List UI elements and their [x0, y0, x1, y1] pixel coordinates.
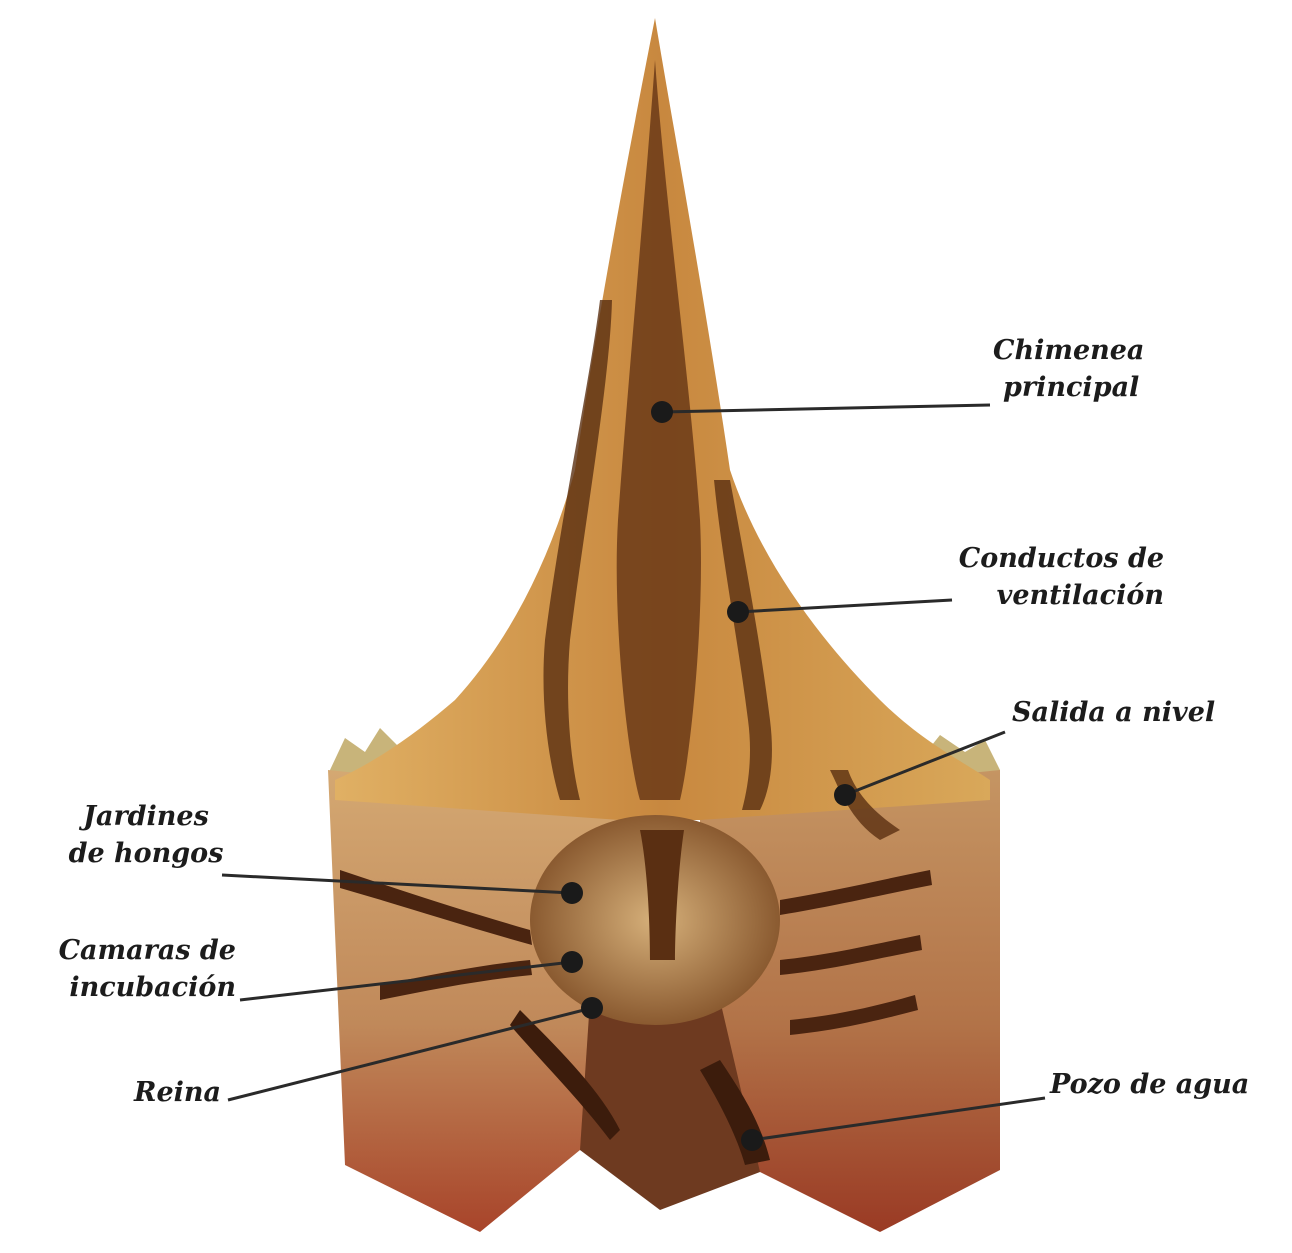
label-line: incubación — [40, 969, 236, 1006]
label-line: Reina — [134, 1074, 221, 1111]
label-line: Chimenea — [993, 332, 1144, 369]
label-chimenea-principal: Chimenea principal — [993, 332, 1144, 406]
label-salida-nivel: Salida a nivel — [1012, 694, 1215, 731]
label-line: Salida a nivel — [1012, 694, 1215, 731]
label-line: Pozo de agua — [1050, 1066, 1249, 1103]
label-reina: Reina — [134, 1074, 221, 1111]
label-line: Camaras de — [40, 932, 236, 969]
label-jardines-hongos: Jardines de hongos — [62, 798, 230, 872]
label-line: Jardines — [62, 798, 230, 835]
label-camaras-incubacion: Camaras de incubación — [40, 932, 236, 1006]
label-line: ventilación — [946, 577, 1164, 614]
marker-camaras — [561, 951, 583, 973]
marker-pozo — [741, 1129, 763, 1151]
label-conductos-ventilacion: Conductos de ventilación — [946, 540, 1164, 614]
marker-reina — [581, 997, 603, 1019]
marker-conductos — [727, 601, 749, 623]
marker-chimenea — [651, 401, 673, 423]
marker-jardines — [561, 882, 583, 904]
label-line: de hongos — [62, 835, 230, 872]
marker-salida — [834, 784, 856, 806]
label-line: Conductos de — [946, 540, 1164, 577]
label-line: principal — [993, 369, 1144, 406]
label-pozo-agua: Pozo de agua — [1050, 1066, 1249, 1103]
